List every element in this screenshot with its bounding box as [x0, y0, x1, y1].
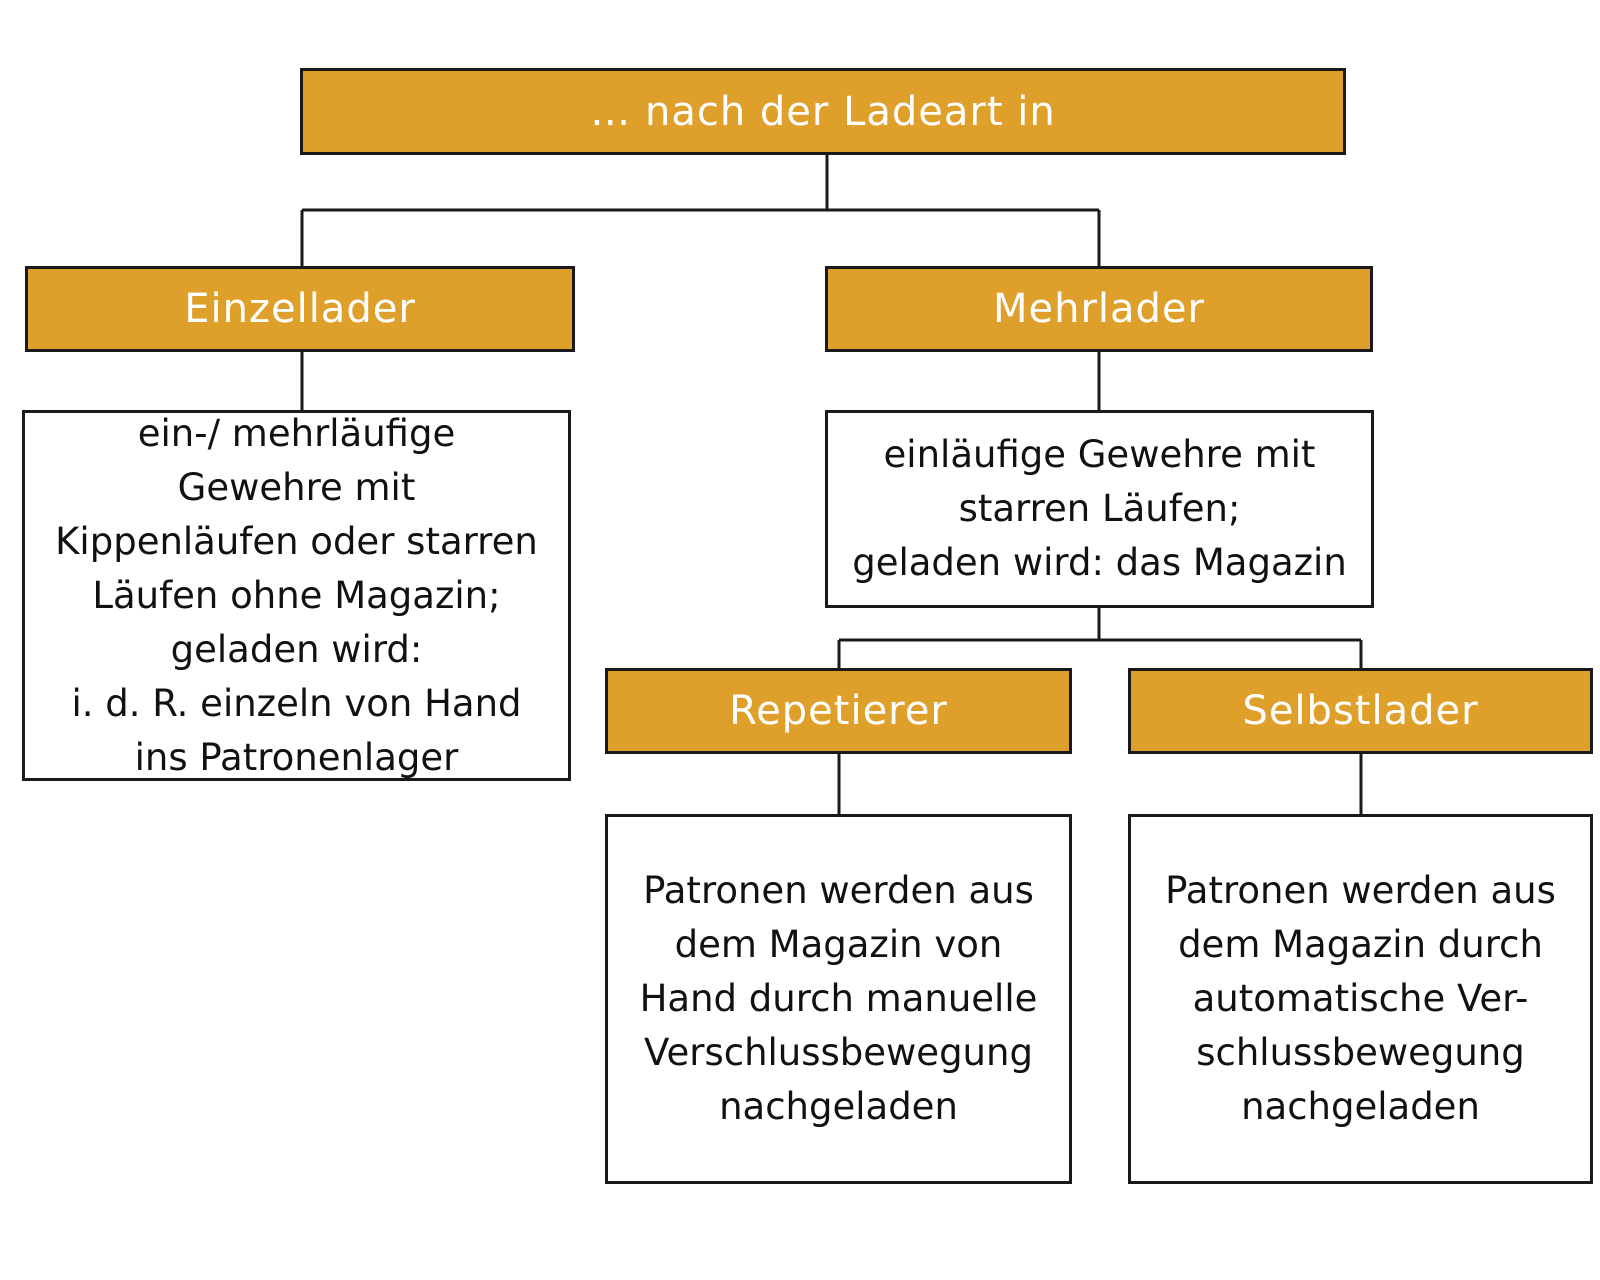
node-root: … nach der Ladeart in	[300, 68, 1346, 155]
node-einzellader: Einzellader	[25, 266, 575, 352]
description-mehrlader: einläufige Gewehre mit starren Läufen; g…	[825, 410, 1374, 608]
description-repetierer: Patronen werden aus dem Magazin von Hand…	[605, 814, 1072, 1184]
description-selbstlader: Patronen werden aus dem Magazin durch au…	[1128, 814, 1593, 1184]
node-selbstlader: Selbstlader	[1128, 668, 1593, 754]
node-einzellader-label: Einzellader	[184, 286, 416, 332]
node-root-label: … nach der Ladeart in	[590, 88, 1056, 135]
node-repetierer-label: Repetierer	[729, 688, 948, 734]
node-repetierer: Repetierer	[605, 668, 1072, 754]
description-mehrlader-text: einläufige Gewehre mit starren Läufen; g…	[852, 433, 1347, 584]
node-mehrlader: Mehrlader	[825, 266, 1373, 352]
description-repetierer-text: Patronen werden aus dem Magazin von Hand…	[639, 869, 1038, 1128]
node-selbstlader-label: Selbstlader	[1242, 688, 1479, 734]
node-mehrlader-label: Mehrlader	[993, 286, 1205, 332]
description-einzellader-text: ein-/ mehrläufige Gewehre mit Kippenläuf…	[55, 411, 538, 779]
description-selbstlader-text: Patronen werden aus dem Magazin durch au…	[1165, 869, 1556, 1128]
description-einzellader: ein-/ mehrläufige Gewehre mit Kippenläuf…	[22, 410, 571, 781]
